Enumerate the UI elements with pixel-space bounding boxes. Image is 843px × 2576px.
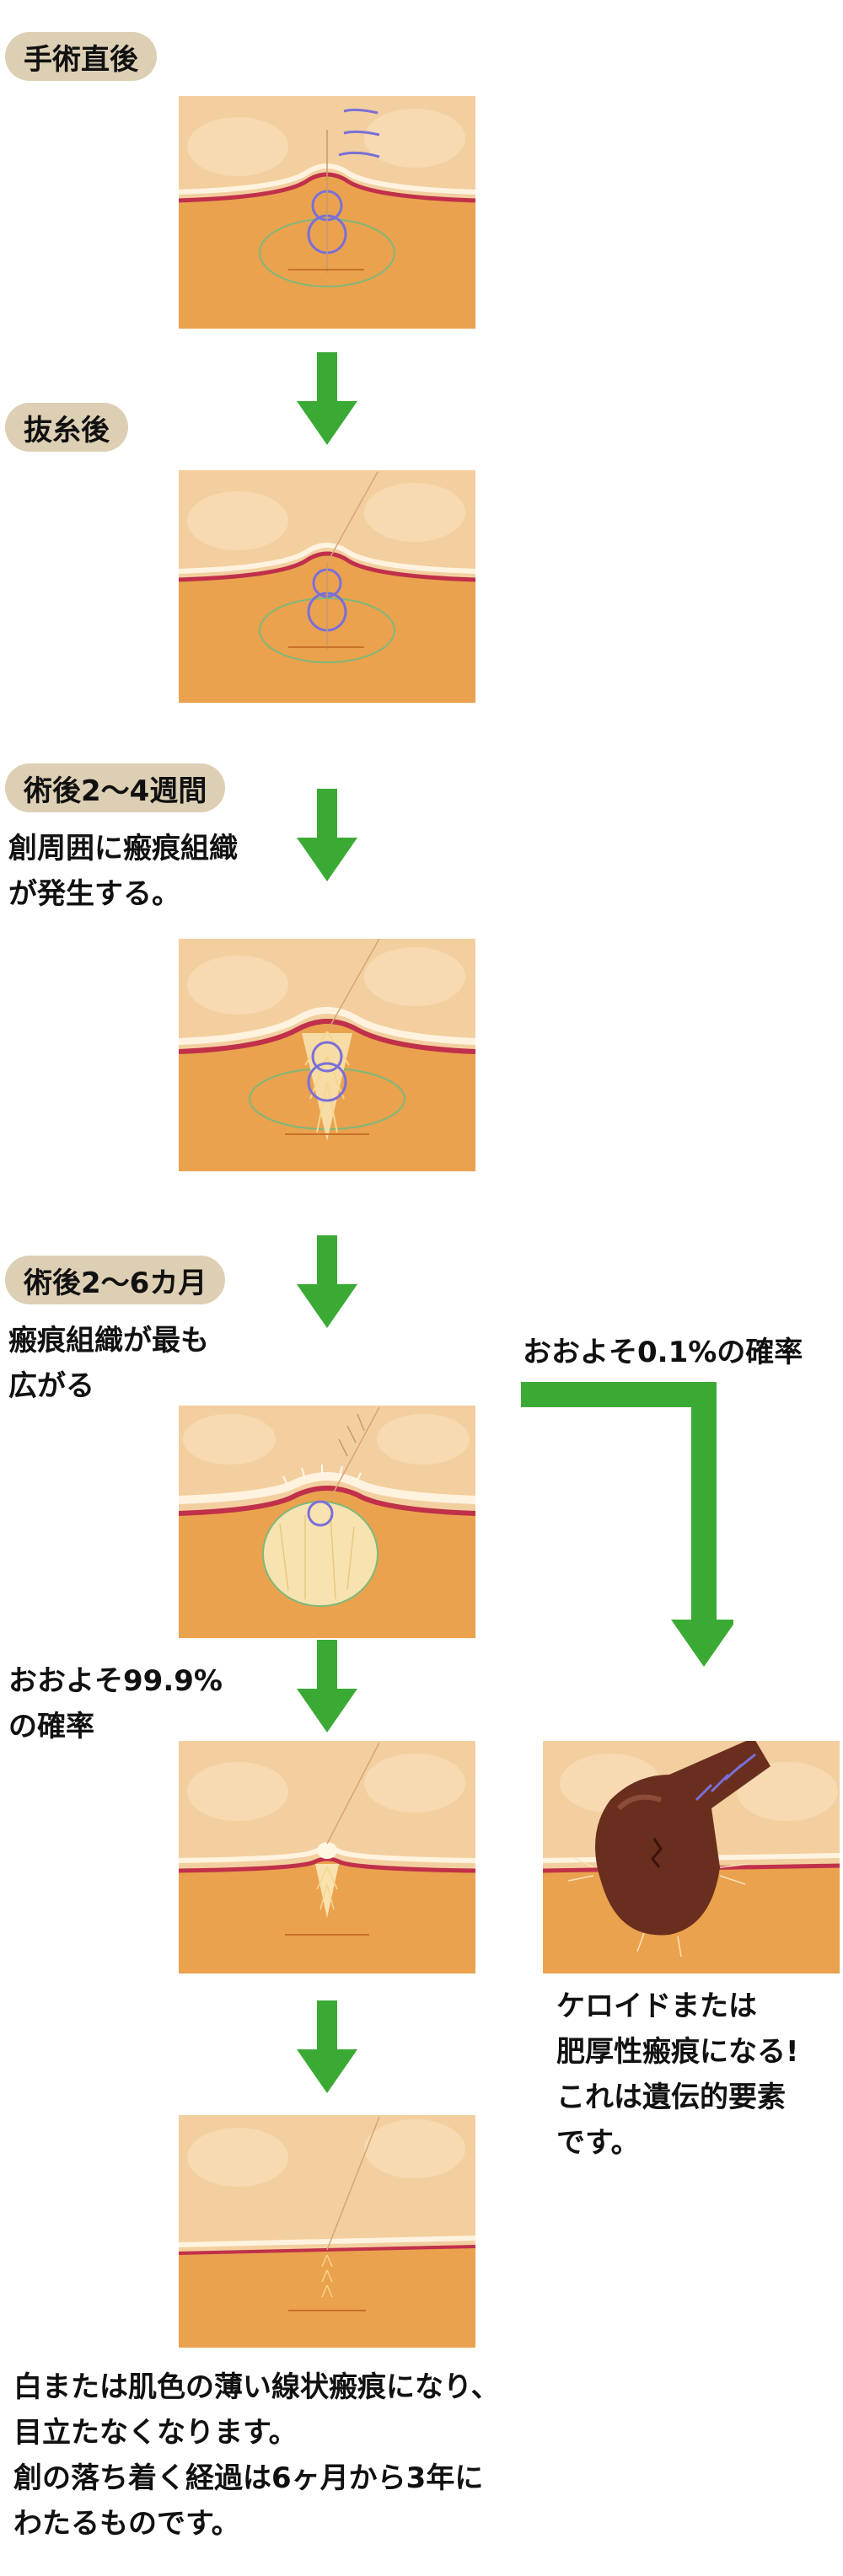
stage-label-text: 手術直後: [24, 42, 138, 77]
final-description-line: 創の落ち着く経過は6ヶ月から3年に: [13, 2461, 484, 2495]
arrow-down-icon: [297, 1640, 357, 1733]
final-description-line: 目立たなくなります。: [13, 2416, 298, 2450]
stage-description-line: 創周囲に瘢痕組織: [8, 832, 238, 865]
illustration-2-6-months: [179, 1406, 475, 1638]
keloid-description-line: です。: [556, 2126, 640, 2160]
stage-label-text: 術後2〜6カ月: [24, 1266, 207, 1300]
illustration-faint-line-scar: [179, 2115, 475, 2348]
stage-label-text: 術後2〜4週間: [24, 774, 207, 808]
illustration-keloid: [543, 1741, 840, 1974]
stage-label-text: 抜糸後: [24, 413, 110, 447]
keloid-description-line: これは遺伝的要素: [556, 2081, 786, 2114]
keloid-description-line: 肥厚性瘢痕になる!: [556, 2035, 799, 2069]
illustration-2-4-weeks: [179, 939, 475, 1171]
normal-probability-line: おおよそ99.9%: [8, 1664, 223, 1698]
illustration-after-suture-removal: [179, 470, 475, 703]
stage-label-2-4-weeks: 術後2〜4週間: [5, 763, 226, 812]
stage-description-line: 瘢痕組織が最も: [8, 1324, 209, 1358]
stage-description-line: 広がる: [8, 1369, 94, 1403]
stage-label-immediately-after-surgery: 手術直後: [5, 32, 157, 81]
final-description-line: わたるものです。: [13, 2507, 240, 2541]
stage-label-after-suture-removal: 抜糸後: [5, 403, 128, 452]
illustration-scar-maturing: [179, 1741, 475, 1974]
branch-arrow-keloid-icon: [521, 1382, 733, 1667]
keloid-probability-label: おおよそ0.1%の確率: [523, 1336, 803, 1369]
stage-description-line: が発生する。: [8, 877, 180, 911]
illustration-post-surgery: [179, 96, 475, 329]
arrow-down-icon: [297, 352, 357, 445]
keloid-description-line: ケロイドまたは: [556, 1990, 757, 2023]
arrow-down-icon: [297, 2000, 357, 2093]
arrow-down-icon: [297, 789, 357, 881]
stage-label-2-6-months: 術後2〜6カ月: [5, 1256, 226, 1304]
normal-probability-line: の確率: [8, 1710, 94, 1743]
arrow-down-icon: [297, 1235, 357, 1328]
final-description-line: 白または肌色の薄い線状瘢痕になり、: [13, 2370, 500, 2404]
